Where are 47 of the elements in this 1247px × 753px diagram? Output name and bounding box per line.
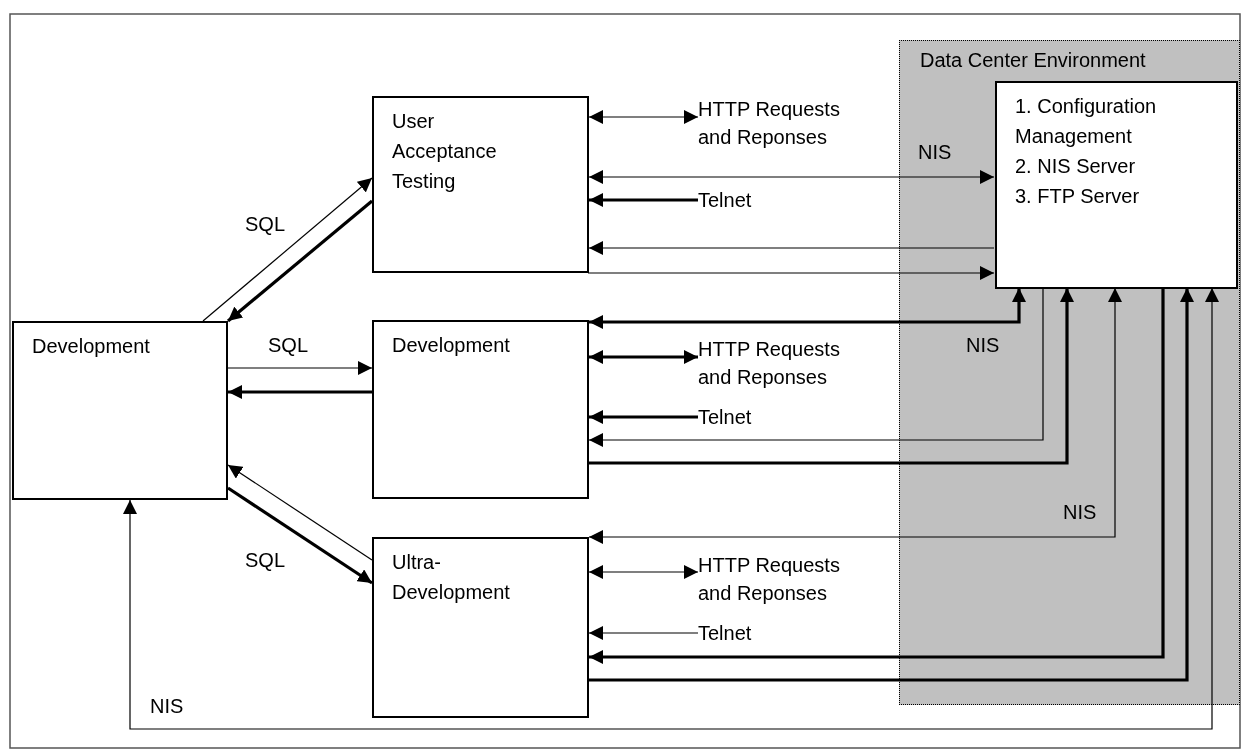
edge-label: NIS (918, 140, 952, 164)
protocol-label: Telnet (698, 188, 753, 213)
arrow (589, 193, 698, 207)
arrow (587, 266, 995, 280)
region-title: Data Center Environment (920, 48, 1146, 73)
edge-label: SQL (245, 548, 286, 572)
box-label: Ultra- Development (392, 550, 511, 605)
protocol-label: Telnet (698, 405, 753, 430)
edge-label: SQL (245, 212, 286, 236)
edge-label: NIS (966, 333, 1000, 357)
protocol-label: HTTP Requests and Reponses (698, 97, 841, 150)
process-box (372, 537, 589, 718)
arrow (588, 626, 699, 640)
arrow (227, 361, 373, 375)
arrow (202, 177, 373, 322)
environment-region (899, 40, 1240, 705)
process-box (12, 321, 228, 500)
edge-label: SQL (268, 333, 309, 357)
box-label: Development (392, 333, 511, 358)
arrow (589, 288, 1074, 465)
arrow (589, 410, 698, 424)
box-label: 3. FTP Server (1015, 184, 1141, 209)
process-box (372, 320, 589, 499)
arrow (588, 170, 995, 184)
box-label: User Acceptance Testing (392, 109, 498, 194)
arrow (228, 385, 372, 399)
protocol-label: Telnet (698, 621, 753, 646)
arrow (588, 287, 1122, 544)
arrow (589, 350, 698, 364)
box-label: 2. NIS Server (1015, 154, 1137, 179)
box-label: 1. Configuration Management (1015, 94, 1158, 149)
arrow (589, 288, 1026, 329)
arrow (227, 486, 373, 585)
box-label: Development (32, 334, 151, 359)
arrow (588, 110, 699, 124)
process-box (372, 96, 589, 273)
protocol-label: HTTP Requests and Reponses (698, 337, 841, 390)
arrow (123, 287, 1219, 730)
process-box (995, 81, 1238, 289)
protocol-label: HTTP Requests and Reponses (698, 553, 841, 606)
arrow (226, 199, 374, 323)
edge-label: NIS (1063, 500, 1097, 524)
arrow (588, 287, 1044, 447)
arrow (227, 464, 373, 561)
edge-label: NIS (150, 694, 184, 718)
arrow (588, 565, 699, 579)
arrow (588, 241, 995, 255)
